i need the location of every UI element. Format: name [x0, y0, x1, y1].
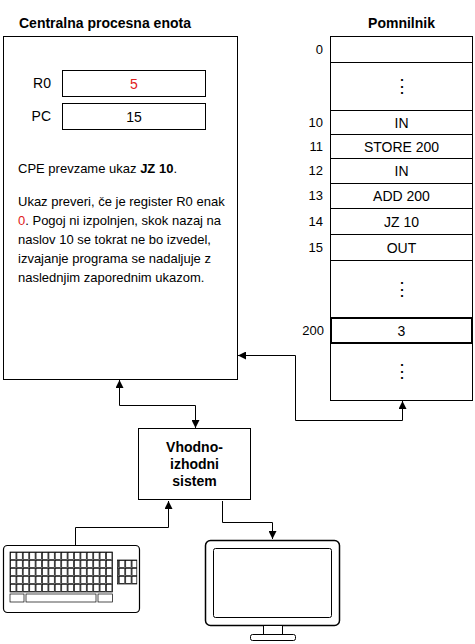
memory-cell: 2003	[330, 317, 473, 344]
address-label: 14	[309, 209, 323, 234]
description-text: Ukaz preveri, če je register R0 enak	[18, 194, 225, 209]
description-paragraph: CPE prevzame ukaz JZ 10.	[18, 159, 228, 178]
instruction-name: JZ 10	[140, 161, 173, 176]
address-label: PC	[32, 104, 51, 129]
monitor-wire	[223, 501, 273, 539]
cell-value: OUT	[387, 239, 417, 256]
memory-cell: 10IN	[330, 110, 473, 135]
memory-column: Pomnilnik0⋮10IN11STORE 20012IN13ADD 2001…	[330, 36, 473, 401]
keyboard-wire	[76, 501, 169, 545]
description-paragraph: Ukaz preveri, če je register R0 enak 0. …	[18, 192, 228, 287]
address-label: 200	[302, 319, 324, 342]
memory-gap: ⋮	[330, 62, 473, 111]
highlight-value: 0	[18, 213, 25, 228]
cell-value: 15	[126, 108, 142, 125]
description-text: CPE prevzame ukaz	[18, 161, 137, 176]
cell-value: Vhodno-izhodni sistem	[150, 439, 240, 489]
cell-value: IN	[395, 163, 409, 180]
ellipsis-mark: ⋮	[393, 279, 411, 301]
bus-connector	[120, 380, 196, 428]
register-box: R05	[62, 70, 206, 97]
cell-value: STORE 200	[364, 138, 439, 155]
description-text: .	[173, 161, 177, 176]
memory-cell: 0	[330, 36, 473, 63]
address-label: 0	[316, 37, 323, 62]
register-box: PC15	[62, 103, 206, 130]
memory-cell: 12IN	[330, 158, 473, 184]
cell-value: 3	[398, 322, 406, 339]
address-label: 11	[310, 135, 324, 158]
address-label: 15	[309, 235, 323, 260]
cell-value: 5	[130, 75, 138, 92]
address-label: R0	[33, 71, 51, 96]
cell-value: IN	[395, 114, 409, 131]
section-heading: Pomnilnik	[331, 14, 472, 32]
ellipsis-mark: ⋮	[393, 76, 411, 98]
memory-cell: 13ADD 200	[330, 183, 473, 209]
keyboard-icon	[4, 546, 140, 613]
memory-gap: ⋮	[330, 344, 473, 400]
cpu-box: CPE prevzame ukaz JZ 10. Ukaz preveri, če…	[3, 36, 238, 380]
memory-cell: 11STORE 200	[330, 134, 473, 159]
memory-cell: 15OUT	[330, 234, 473, 261]
cell-value: ADD 200	[373, 188, 430, 205]
monitor-icon	[206, 541, 340, 641]
address-label: 13	[309, 184, 323, 208]
cell-value: JZ 10	[384, 213, 419, 230]
address-label: 12	[309, 159, 323, 183]
address-label: 10	[309, 111, 323, 134]
section-heading: Centralna procesna enota	[19, 14, 191, 32]
description-text: . Pogoj ni izpolnjen, skok nazaj na nasl…	[18, 213, 221, 285]
ellipsis-mark: ⋮	[393, 361, 411, 383]
io-box: Vhodno-izhodni sistem	[138, 428, 251, 500]
memory-gap: ⋮	[330, 261, 473, 318]
memory-cell: 14JZ 10	[330, 208, 473, 235]
